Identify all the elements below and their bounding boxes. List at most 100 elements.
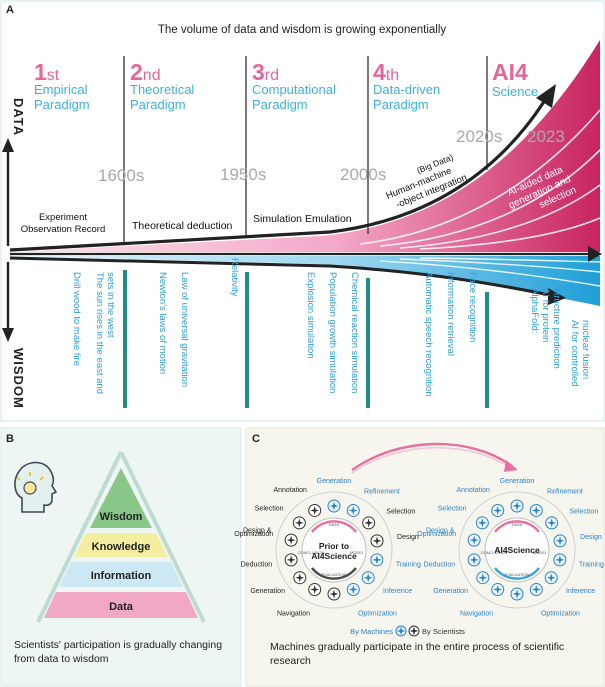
wisdom-trend-line xyxy=(9,256,556,298)
light-rays-icon xyxy=(16,472,44,481)
wheel-inner-word: DATA xyxy=(329,522,339,527)
scientist-step-icon xyxy=(293,571,307,585)
wheel-center-label: AI4Science xyxy=(494,545,540,555)
legend-scientists-label: By Scientists xyxy=(422,627,465,636)
wheel-step-label: Deduction xyxy=(241,562,273,569)
year-2020s: 2020s xyxy=(456,127,502,146)
scientist-step-icon xyxy=(284,553,298,567)
paradigm-1-ordinal: 1 xyxy=(34,59,47,85)
paradigm-dividers xyxy=(123,56,488,242)
legend-machines-icon xyxy=(395,625,407,637)
wheel-arc-bottom xyxy=(311,567,357,580)
wheel-step-label: Generation xyxy=(250,588,285,595)
wheel-outer-ring xyxy=(458,491,576,609)
paradigm-4-ordinal: 4 xyxy=(373,59,386,85)
machine-step-icon xyxy=(491,583,505,597)
wheel-step-label: Optimization xyxy=(417,531,456,538)
scientist-head-icon xyxy=(14,461,58,513)
wheel-step-label: Navigation xyxy=(460,610,493,617)
achievement-13b: nuclear fusion xyxy=(580,320,591,379)
achievement-7: Population growth simulation xyxy=(327,272,338,393)
paradigm-5: AI4 Science xyxy=(492,59,538,99)
achievement-1: Drill wood to make fire xyxy=(71,272,82,366)
paradigm-4-suffix: th xyxy=(386,67,399,84)
achievement-9: Automatic speech recognition xyxy=(423,272,434,397)
achievement-10: Information retrieval xyxy=(445,272,456,356)
wheel-step-label: Deduction xyxy=(424,562,456,569)
pyramid-layer-data xyxy=(44,592,198,618)
wheel-step-label: Selection xyxy=(438,506,467,513)
paradigm-3-line2: Paradigm xyxy=(252,97,308,112)
machine-step-icon xyxy=(361,571,375,585)
machine-step-icon xyxy=(475,516,489,530)
achievement-11: Face recognition xyxy=(467,272,478,342)
paradigm-1-line1: Empirical xyxy=(34,82,88,97)
data-trend-line xyxy=(9,99,547,252)
paradigm-2-suffix: nd xyxy=(143,67,161,84)
machine-step-icon xyxy=(346,583,360,597)
wheel-inner-word: MODEL xyxy=(350,550,365,555)
wheel-inner-word: MODEL xyxy=(533,550,548,555)
paradigm-5-line1: Science xyxy=(492,84,538,99)
paradigm-2-line2: Paradigm xyxy=(130,97,186,112)
paradigm-1-suffix: st xyxy=(47,67,60,84)
panel-c-caption-1: Machines gradually participate in the en… xyxy=(270,641,564,653)
wisdom-growth-area xyxy=(10,256,600,306)
paradigm-4-line2: Paradigm xyxy=(373,97,429,112)
wheel-center-label-2: AI4Science xyxy=(311,551,357,561)
scientist-step-icon xyxy=(284,533,298,547)
machine-step-icon xyxy=(346,503,360,517)
legend-scientists-icon xyxy=(408,625,420,637)
machine-step-icon xyxy=(553,534,567,548)
machine-step-icon xyxy=(553,553,567,567)
data-streaks xyxy=(359,109,601,250)
timeline-arrow xyxy=(588,246,602,262)
wheel-step-label: Selection xyxy=(386,508,415,515)
pyramid-layer-knowledge xyxy=(74,533,168,557)
machine-step-icon xyxy=(544,571,558,585)
wheel-step-label: Selection xyxy=(569,508,598,515)
paradigm-3-ordinal: 3 xyxy=(252,59,265,85)
machine-step-icon xyxy=(467,553,481,567)
pyramid-label-data: Data xyxy=(109,601,134,613)
machine-step-icon xyxy=(467,533,481,547)
year-2023: 2023 xyxy=(527,127,565,146)
lightbulb-icon xyxy=(23,481,37,495)
wisdom-trend-arrow xyxy=(548,288,566,305)
data-trend-arrow xyxy=(536,84,556,108)
wheel-step-label: Inference xyxy=(383,588,412,595)
data-growth-area xyxy=(10,40,600,252)
wheel-step-label: Annotation xyxy=(456,487,490,494)
stage-experiment-1: Experiment xyxy=(39,212,87,223)
transition-arrow xyxy=(504,460,518,472)
svg-text:2nd: 2nd xyxy=(130,59,161,85)
data-axis-arrow xyxy=(2,138,14,152)
wheel-arc-pink xyxy=(494,520,540,533)
machine-step-icon xyxy=(510,587,524,601)
stage-simulation: Simulation Emulation xyxy=(253,213,352,225)
wheel-arc-bottom xyxy=(494,567,540,580)
wheel-step-label: Design xyxy=(580,534,602,541)
wheel-inner-word: EVALUATION xyxy=(505,572,530,577)
panel-a-letter: A xyxy=(6,4,14,16)
achievements: Drill wood to make fire The sun rises in… xyxy=(71,258,591,397)
achievement-2a: The sun rises in the east and xyxy=(94,272,105,394)
achievement-3: Newton's laws of motion xyxy=(157,272,168,374)
data-axis-label: DATA xyxy=(11,98,26,136)
wheel-inner-ring xyxy=(484,517,550,583)
panel-b-letter: B xyxy=(6,433,14,445)
machine-step-icon xyxy=(491,503,505,517)
achievement-6: Explosion simulation xyxy=(305,272,316,359)
machine-step-icon xyxy=(545,516,559,530)
machine-step-icon xyxy=(529,583,543,597)
wheel-outer-ring xyxy=(275,491,393,609)
wheel-inner-word: CONCLUSION xyxy=(481,550,508,555)
pyramid-outline-right xyxy=(119,451,206,623)
wheel-step-label: Optimization xyxy=(541,610,580,617)
period-bars xyxy=(123,270,489,408)
panel-a: A The volume of data and wisdom is growi… xyxy=(0,0,605,422)
achievement-12b: AI for protein xyxy=(540,288,551,342)
pyramid-layer-information xyxy=(59,562,183,587)
panel-a-title: The volume of data and wisdom is growing… xyxy=(158,24,447,36)
